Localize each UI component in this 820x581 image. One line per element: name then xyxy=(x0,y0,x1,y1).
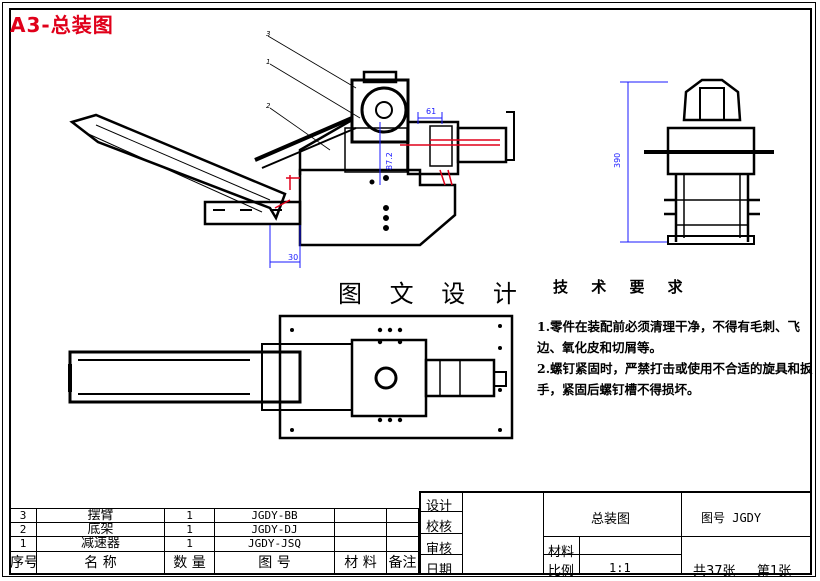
part-code: JGDY-DJ xyxy=(214,522,335,538)
sheet-count: 共37张 xyxy=(693,564,736,579)
part-qty: 1 xyxy=(164,507,215,524)
dim-87-2: 87.2 xyxy=(385,152,394,170)
leader-label-2: 2 xyxy=(266,102,271,110)
title-block: 设计 校核 审核 日期 总装图 图号 JGDY 材料 比例 1:1 共37张 第… xyxy=(419,491,812,579)
layout-label: 图 文 设 计 xyxy=(338,280,527,308)
leader-label-3: 3 xyxy=(266,30,270,38)
review-label: 审核 xyxy=(426,542,453,557)
part-code: JGDY-JSQ xyxy=(214,536,335,552)
part-qty: 1 xyxy=(164,536,215,552)
part-material xyxy=(334,522,387,538)
table-row: 2 底架 1 JGDY-DJ xyxy=(9,522,419,538)
side-view xyxy=(644,78,774,245)
sheet-title: A3-总装图 xyxy=(10,13,114,37)
part-no: 3 xyxy=(9,507,37,524)
technical-requirements-list: 1.零件在装配前必须清理干净，不得有毛刺、飞边、氧化皮和切屑等。 2.螺钉紧固时… xyxy=(537,316,813,400)
leader-lines xyxy=(267,35,361,151)
dim-390: 390 xyxy=(613,153,622,168)
drawing-number: 图号 JGDY xyxy=(701,511,762,525)
part-name: 底架 xyxy=(36,522,165,538)
part-note xyxy=(386,507,419,524)
part-qty: 1 xyxy=(164,522,215,538)
part-code: JGDY-BB xyxy=(214,507,335,524)
header-qty: 数 量 xyxy=(164,550,215,576)
title-block-grid xyxy=(419,491,812,575)
header-material: 材 料 xyxy=(334,550,387,576)
part-note xyxy=(386,522,419,538)
top-view xyxy=(68,314,514,440)
technical-requirements-title: 技 术 要 求 xyxy=(553,278,692,296)
part-note xyxy=(386,536,419,552)
header-no: 序号 xyxy=(9,550,37,576)
part-no: 2 xyxy=(9,522,37,538)
sheet-index: 第1张 xyxy=(757,564,792,579)
header-note: 备注 xyxy=(386,550,419,576)
material-label: 材料 xyxy=(548,545,575,560)
dim-61: 61 xyxy=(426,107,436,116)
check-label: 校核 xyxy=(426,520,453,535)
part-material xyxy=(334,536,387,552)
table-row: 3 摆臂 1 JGDY-BB xyxy=(9,507,419,524)
top-view-holes xyxy=(290,324,502,432)
table-row: 1 减速器 1 JGDY-JSQ xyxy=(9,536,419,552)
parts-list-table: 3 摆臂 1 JGDY-BB 2 底架 1 JGDY-DJ 1 减速器 1 JG… xyxy=(9,507,419,576)
date-label: 日期 xyxy=(426,563,453,578)
part-no: 1 xyxy=(9,536,37,552)
header-code: 图 号 xyxy=(214,550,335,576)
design-label: 设计 xyxy=(426,499,453,514)
header-name: 名 称 xyxy=(36,550,165,576)
part-material xyxy=(334,507,387,524)
dim-30: 30 xyxy=(288,253,298,262)
requirement-item: 1.零件在装配前必须清理干净，不得有毛刺、飞边、氧化皮和切屑等。 xyxy=(537,319,801,355)
front-view xyxy=(69,70,515,247)
part-name: 减速器 xyxy=(36,536,165,552)
drawing-name: 总装图 xyxy=(591,512,631,527)
parts-list-header: 序号 名 称 数 量 图 号 材 料 备注 xyxy=(9,550,419,576)
leader-label-1: 1 xyxy=(266,58,270,66)
scale-label: 比例 xyxy=(548,564,575,579)
scale-value: 1:1 xyxy=(609,561,631,575)
dimension-lines xyxy=(269,81,668,268)
requirement-item: 2.螺钉紧固时，严禁打击或使用不合适的旋具和扳手，紧固后螺钉槽不得损坏。 xyxy=(537,361,813,397)
front-view-red-marks xyxy=(274,139,500,209)
part-name: 摆臂 xyxy=(36,507,165,524)
